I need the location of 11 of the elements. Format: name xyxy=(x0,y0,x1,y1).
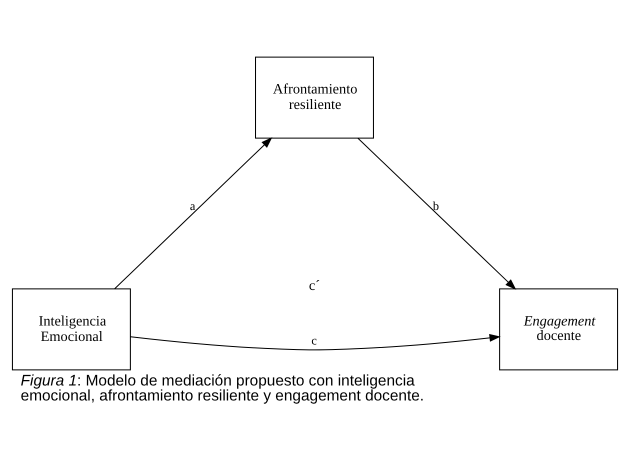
node-box: Inteligencia Emocional xyxy=(12,288,131,370)
edge-label: c xyxy=(311,333,317,348)
arrow xyxy=(130,334,501,350)
arrow xyxy=(114,137,272,290)
edge-label: b xyxy=(432,199,440,214)
node-box: Afrontamiento resiliente xyxy=(255,56,374,139)
label: c´ xyxy=(308,278,320,294)
arrow xyxy=(358,138,516,290)
caption: Figura 1: Modelo de mediación propuesto con inteligencia emocional, afrontamiento resiliente y engagement docente. xyxy=(20,372,424,405)
edge-label: a xyxy=(190,199,196,214)
node-box: Engagement docente xyxy=(499,288,618,370)
